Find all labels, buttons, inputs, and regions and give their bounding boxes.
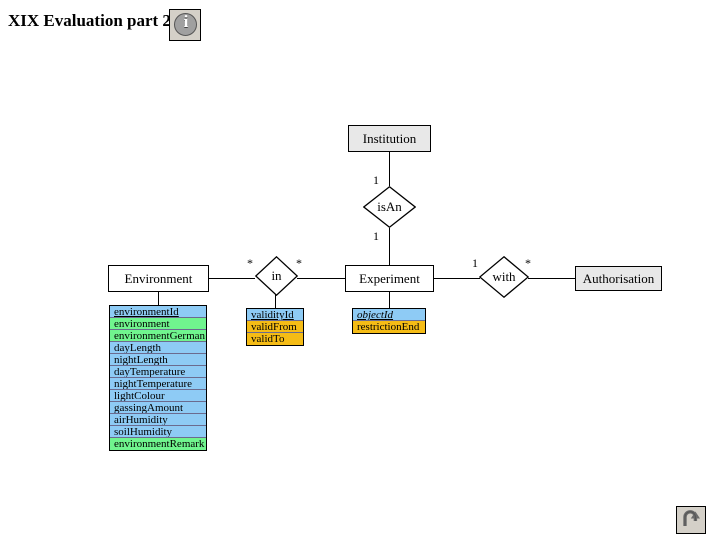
connector-experiment-with <box>434 278 480 279</box>
relationship-isan-shape <box>363 186 416 228</box>
attribute-row[interactable]: environmentRemark <box>110 438 206 450</box>
relationship-in-shape <box>255 256 298 296</box>
u-turn-up-arrow-glyph <box>683 510 700 526</box>
attribute-row[interactable]: environmentId <box>110 306 206 318</box>
relationship-with-shape <box>479 256 529 298</box>
entity-authorisation[interactable]: Authorisation <box>575 266 662 291</box>
connector-isan-experiment <box>389 228 390 266</box>
entity-institution-label: Institution <box>362 131 417 146</box>
page-header: XIX Evaluation part 2 i <box>0 0 720 50</box>
cardinality-with-left: 1 <box>472 256 478 270</box>
relationship-with[interactable]: with <box>479 256 529 298</box>
attribute-row[interactable]: gassingAmount <box>110 402 206 414</box>
relationship-in[interactable]: in <box>255 256 298 296</box>
attribute-row[interactable]: dayLength <box>110 342 206 354</box>
cardinality-isan-top: 1 <box>373 173 379 187</box>
attribute-row[interactable]: validTo <box>247 333 303 345</box>
connector-institution-isan <box>389 152 390 186</box>
connector-in-experiment <box>297 278 345 279</box>
relationship-isan[interactable]: isAn <box>363 186 416 228</box>
attribute-row[interactable]: restrictionEnd <box>353 321 425 333</box>
cardinality-in-left: * <box>247 256 253 270</box>
connector-environment-in <box>209 278 255 279</box>
entity-experiment-label: Experiment <box>359 271 420 286</box>
cardinality-in-right: * <box>296 256 302 270</box>
entity-experiment[interactable]: Experiment <box>345 265 434 292</box>
attribute-row[interactable]: lightColour <box>110 390 206 402</box>
connector-in-attributes <box>275 294 276 308</box>
relationship-isan-label: isAn <box>377 199 402 214</box>
attribute-row[interactable]: soilHumidity <box>110 426 206 438</box>
cardinality-with-right: * <box>525 256 531 270</box>
u-turn-up-arrow-icon[interactable] <box>676 506 706 534</box>
attribute-row[interactable]: validFrom <box>247 321 303 333</box>
connector-with-authorisation <box>528 278 575 279</box>
page-title: XIX Evaluation part 2 <box>8 11 171 30</box>
entity-institution[interactable]: Institution <box>348 125 431 152</box>
entity-authorisation-label: Authorisation <box>582 271 655 286</box>
info-icon-circle <box>174 13 197 36</box>
entity-environment[interactable]: Environment <box>108 265 209 292</box>
info-icon-letter: i <box>183 12 189 31</box>
attribute-row[interactable]: dayTemperature <box>110 366 206 378</box>
connector-environment-attributes <box>158 291 159 305</box>
relationship-with-label: with <box>492 269 516 284</box>
attribute-row[interactable]: nightLength <box>110 354 206 366</box>
attribute-row[interactable]: nightTemperature <box>110 378 206 390</box>
attribute-row[interactable]: airHumidity <box>110 414 206 426</box>
attribute-row[interactable]: environment <box>110 318 206 330</box>
attribute-row[interactable]: objectId <box>353 309 425 321</box>
cardinality-isan-bottom: 1 <box>373 229 379 243</box>
info-icon[interactable]: i <box>169 9 201 41</box>
attribute-row[interactable]: environmentGerman <box>110 330 206 342</box>
connector-experiment-attributes <box>389 291 390 308</box>
relationship-in-label: in <box>271 268 282 283</box>
entity-environment-label: Environment <box>124 271 193 286</box>
attribute-row[interactable]: validityId <box>247 309 303 321</box>
